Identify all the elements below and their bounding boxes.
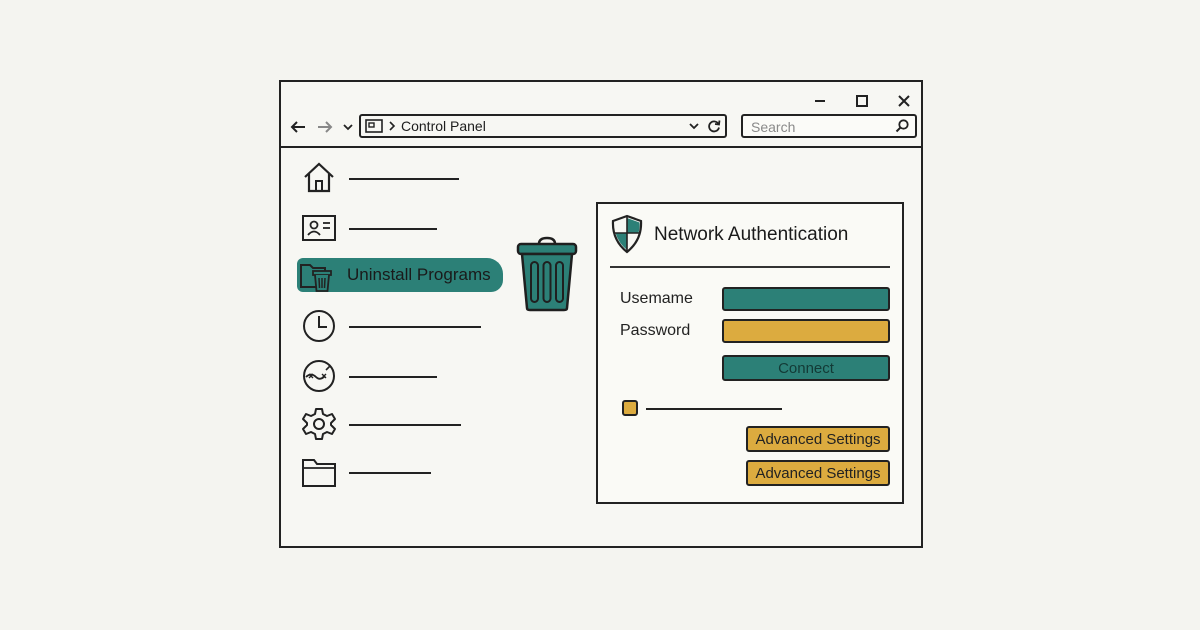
sidebar-item-placeholder-line <box>349 178 459 180</box>
sidebar-item-clock[interactable] <box>301 308 521 344</box>
maximize-button[interactable] <box>851 90 873 112</box>
sidebar-item-settings[interactable] <box>301 406 521 442</box>
connect-button[interactable]: Connect <box>722 355 890 381</box>
sidebar-item-user-accounts[interactable] <box>301 210 521 246</box>
sidebar-item-home[interactable] <box>301 160 521 196</box>
folder-trash-icon <box>300 264 332 292</box>
username-field[interactable] <box>722 287 890 311</box>
search-icon[interactable] <box>895 119 909 133</box>
dialog-title: Network Authentication <box>654 224 849 245</box>
password-label: Password <box>620 322 691 339</box>
breadcrumb-chevron-icon <box>389 121 396 131</box>
password-field[interactable] <box>722 319 890 343</box>
address-bar[interactable]: Control Panel <box>359 114 727 138</box>
advanced-settings-button-2[interactable]: Advanced Settings <box>746 460 890 486</box>
back-button[interactable] <box>289 118 307 136</box>
recent-locations-button[interactable] <box>339 118 357 136</box>
search-box[interactable] <box>741 114 917 138</box>
gear-icon <box>302 408 336 440</box>
forward-arrow-icon <box>318 121 333 133</box>
forward-button[interactable] <box>316 118 334 136</box>
user-card-icon <box>302 215 336 241</box>
control-panel-icon <box>365 119 383 133</box>
breadcrumb-control-panel[interactable]: Control Panel <box>401 118 486 134</box>
sidebar-item-label: Uninstall Programs <box>347 265 491 284</box>
sidebar-item-folder[interactable] <box>301 454 521 490</box>
advanced-settings-button-1[interactable]: Advanced Settings <box>746 426 890 452</box>
maximize-icon <box>856 95 868 107</box>
sidebar-item-network[interactable] <box>301 358 521 394</box>
search-input[interactable] <box>749 117 893 137</box>
chevron-down-icon <box>343 124 353 131</box>
folder-icon <box>302 459 336 487</box>
home-icon <box>304 162 334 193</box>
dialog-title-divider <box>610 266 890 268</box>
sidebar-item-placeholder-line <box>349 472 431 474</box>
sidebar-item-placeholder-line <box>349 424 461 426</box>
network-authentication-dialog: Network Authentication Usemame Password … <box>596 202 904 504</box>
sidebar-item-uninstall-programs[interactable]: Uninstall Programs <box>297 258 503 292</box>
control-panel-window: Control Panel <box>279 80 923 548</box>
username-label: Usemame <box>620 290 693 307</box>
refresh-icon[interactable] <box>707 119 721 133</box>
clock-icon <box>303 310 335 342</box>
sidebar-item-placeholder-line <box>349 228 437 230</box>
network-icon <box>303 360 335 392</box>
toolbar-divider <box>281 146 921 148</box>
option-checkbox[interactable] <box>622 400 638 416</box>
trash-icon[interactable] <box>515 236 579 312</box>
sidebar-item-placeholder-line <box>349 376 437 378</box>
minimize-button[interactable] <box>809 90 831 112</box>
back-arrow-icon <box>290 121 305 133</box>
minimize-icon <box>815 100 825 102</box>
shield-icon <box>611 214 643 254</box>
close-icon <box>898 95 910 107</box>
close-button[interactable] <box>893 90 915 112</box>
chevron-down-icon[interactable] <box>689 122 699 130</box>
sidebar-item-placeholder-line <box>349 326 481 328</box>
option-label-placeholder-line <box>646 408 782 410</box>
